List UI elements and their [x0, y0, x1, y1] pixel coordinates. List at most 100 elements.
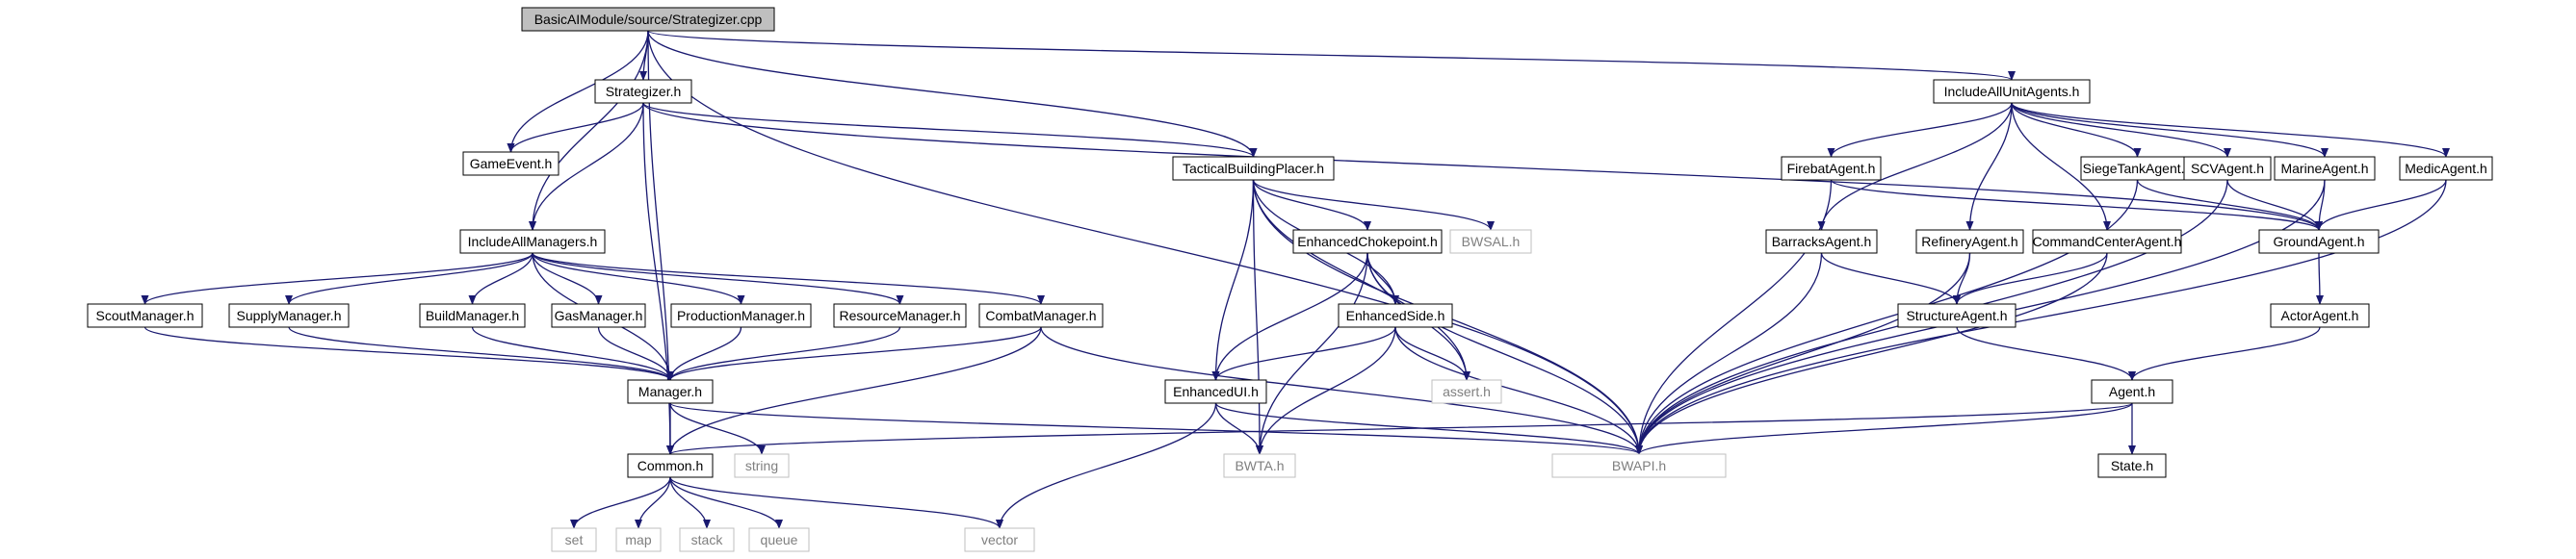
node-enhancedui-h[interactable]: EnhancedUI.h: [1164, 379, 1267, 404]
node-tacticalbuildingplacer-h[interactable]: TacticalBuildingPlacer.h: [1172, 156, 1335, 181]
edge-scoutmanager_h-to-manager_h: [143, 326, 674, 381]
node-box: [1933, 79, 2091, 104]
node-scvagent-h[interactable]: SCVAgent.h: [2183, 156, 2272, 181]
node-map: map: [615, 527, 662, 552]
edge-includeallunitagents_h-to-scvagent_h: [2011, 102, 2231, 158]
edge-medicagent_h-to-bwapi_h: [1635, 179, 2447, 455]
edge-tacticalbuildingplacer_h-to-enhancedui_h: [1211, 179, 1255, 381]
edge-resourcemanager_h-to-manager_h: [666, 326, 901, 381]
edge-includeallunitagents_h-to-siegetankagent_h: [2011, 102, 2142, 158]
node-firebatagent-h[interactable]: FirebatAgent.h: [1781, 156, 1882, 181]
node-marineagent-h[interactable]: MarineAgent.h: [2274, 156, 2376, 181]
node-box: [1431, 379, 1502, 404]
node-enhancedside-h[interactable]: EnhancedSide.h: [1338, 303, 1453, 328]
node-label: vector: [981, 532, 1018, 547]
node-label: set: [565, 532, 584, 547]
node-strategizer-h[interactable]: Strategizer.h: [594, 79, 692, 104]
node-label: EnhancedSide.h: [1346, 308, 1445, 323]
node-box: [627, 453, 714, 478]
node-assert-h: assert.h: [1431, 379, 1502, 404]
node-scoutmanager-h[interactable]: ScoutManager.h: [87, 303, 203, 328]
edge-includeallmanagers_h-to-gasmanager_h: [532, 252, 603, 305]
node-box: [734, 453, 790, 478]
node-label: BWTA.h: [1235, 458, 1284, 473]
node-groundagent-h[interactable]: GroundAgent.h: [2258, 229, 2380, 254]
edge-commandcenteragent_h-to-bwapi_h: [1635, 252, 2108, 455]
edge-includeallunitagents_h-to-barracksagent_h: [1817, 102, 2013, 231]
node-siegetankagent-h[interactable]: SiegeTankAgent.h: [2080, 156, 2195, 181]
node-label: BWSAL.h: [1462, 234, 1521, 249]
node-label: RefineryAgent.h: [1921, 234, 2017, 249]
edge-includeallunitagents_h-to-marineagent_h: [2011, 102, 2329, 158]
edge-enhancedchokepoint_h-to-enhancedui_h: [1211, 252, 1368, 381]
node-bwapi-h: BWAPI.h: [1551, 453, 1727, 478]
node-box: [87, 303, 203, 328]
node-box: [2399, 156, 2493, 181]
node-layer: BasicAIModule/source/Strategizer.cppStra…: [87, 7, 2493, 552]
node-box: [615, 527, 662, 552]
node-commandcenteragent-h[interactable]: CommandCenterAgent.h: [2032, 229, 2182, 254]
edge-barracksagent_h-to-structureagent_h: [1820, 252, 1961, 305]
node-manager-h[interactable]: Manager.h: [627, 379, 714, 404]
node-structureagent-h[interactable]: StructureAgent.h: [1897, 303, 2017, 328]
node-gameevent-h[interactable]: GameEvent.h: [462, 151, 559, 176]
edge-root-to-includeallunitagents_h: [647, 30, 2016, 81]
node-actoragent-h[interactable]: ActorAgent.h: [2270, 303, 2370, 328]
node-label: GasManager.h: [555, 308, 643, 323]
edge-common_h-to-set: [570, 476, 671, 529]
edge-combatmanager_h-to-bwapi_h: [1040, 326, 1643, 455]
node-box: [521, 7, 775, 32]
edge-tacticalbuildingplacer_h-to-assert_h: [1252, 179, 1470, 381]
node-combatmanager-h[interactable]: CombatManager.h: [978, 303, 1104, 328]
node-box: [1765, 229, 1878, 254]
node-box: [2270, 303, 2370, 328]
node-enhancedchokepoint-h[interactable]: EnhancedChokepoint.h: [1292, 229, 1443, 254]
edge-refineryagent_h-to-bwapi_h: [1635, 252, 1971, 455]
node-agent-h[interactable]: Agent.h: [2091, 379, 2173, 404]
edge-includeallmanagers_h-to-productionmanager_h: [532, 252, 745, 305]
edge-tacticalbuildingplacer_h-to-bwsal_h: [1252, 179, 1495, 231]
node-label: GameEvent.h: [470, 156, 553, 171]
node-resourcemanager-h[interactable]: ResourceManager.h: [833, 303, 967, 328]
edge-strategizer_h-to-gameevent_h: [507, 102, 644, 153]
edge-includeallmanagers_h-to-scoutmanager_h: [141, 252, 533, 305]
node-root[interactable]: BasicAIModule/source/Strategizer.cpp: [521, 7, 775, 32]
node-box: [2097, 453, 2167, 478]
node-buildmanager-h[interactable]: BuildManager.h: [419, 303, 526, 328]
edge-enhancedside_h-to-bwapi_h: [1394, 326, 1643, 455]
edge-layer: [141, 30, 2450, 529]
node-box: [1164, 379, 1267, 404]
node-medicagent-h[interactable]: MedicAgent.h: [2399, 156, 2493, 181]
node-box: [594, 79, 692, 104]
node-refineryagent-h[interactable]: RefineryAgent.h: [1915, 229, 2024, 254]
node-productionmanager-h[interactable]: ProductionManager.h: [670, 303, 812, 328]
node-label: IncludeAllUnitAgents.h: [1944, 84, 2080, 99]
node-includeallunitagents-h[interactable]: IncludeAllUnitAgents.h: [1933, 79, 2091, 104]
node-label: Agent.h: [2109, 384, 2155, 399]
node-label: ActorAgent.h: [2281, 308, 2359, 323]
node-supplymanager-h[interactable]: SupplyManager.h: [228, 303, 350, 328]
node-common-h[interactable]: Common.h: [627, 453, 714, 478]
node-state-h[interactable]: State.h: [2097, 453, 2167, 478]
node-includeallmanagers-h[interactable]: IncludeAllManagers.h: [459, 229, 606, 254]
edge-common_h-to-map: [635, 476, 671, 529]
node-box: [2258, 229, 2380, 254]
node-label: BuildManager.h: [426, 308, 519, 323]
edge-includeallunitagents_h-to-firebatagent_h: [1827, 102, 2013, 158]
node-label: BWAPI.h: [1612, 458, 1666, 473]
edge-enhancedside_h-to-assert_h: [1394, 326, 1470, 381]
node-box: [459, 229, 606, 254]
node-label: string: [745, 458, 778, 473]
edge-firebatagent_h-to-groundagent_h: [1830, 179, 2323, 231]
node-barracksagent-h[interactable]: BarracksAgent.h: [1765, 229, 1878, 254]
edge-strategizer_h-to-groundagent_h: [642, 102, 2323, 231]
edge-medicagent_h-to-groundagent_h: [2315, 179, 2447, 231]
node-box: [551, 527, 597, 552]
edge-includeallunitagents_h-to-medicagent_h: [2011, 102, 2450, 158]
node-label: queue: [761, 532, 798, 547]
node-gasmanager-h[interactable]: GasManager.h: [551, 303, 646, 328]
edge-enhancedui_h-to-bwta_h: [1214, 402, 1263, 455]
edge-groundagent_h-to-actoragent_h: [2315, 252, 2324, 305]
node-box: [2183, 156, 2272, 181]
